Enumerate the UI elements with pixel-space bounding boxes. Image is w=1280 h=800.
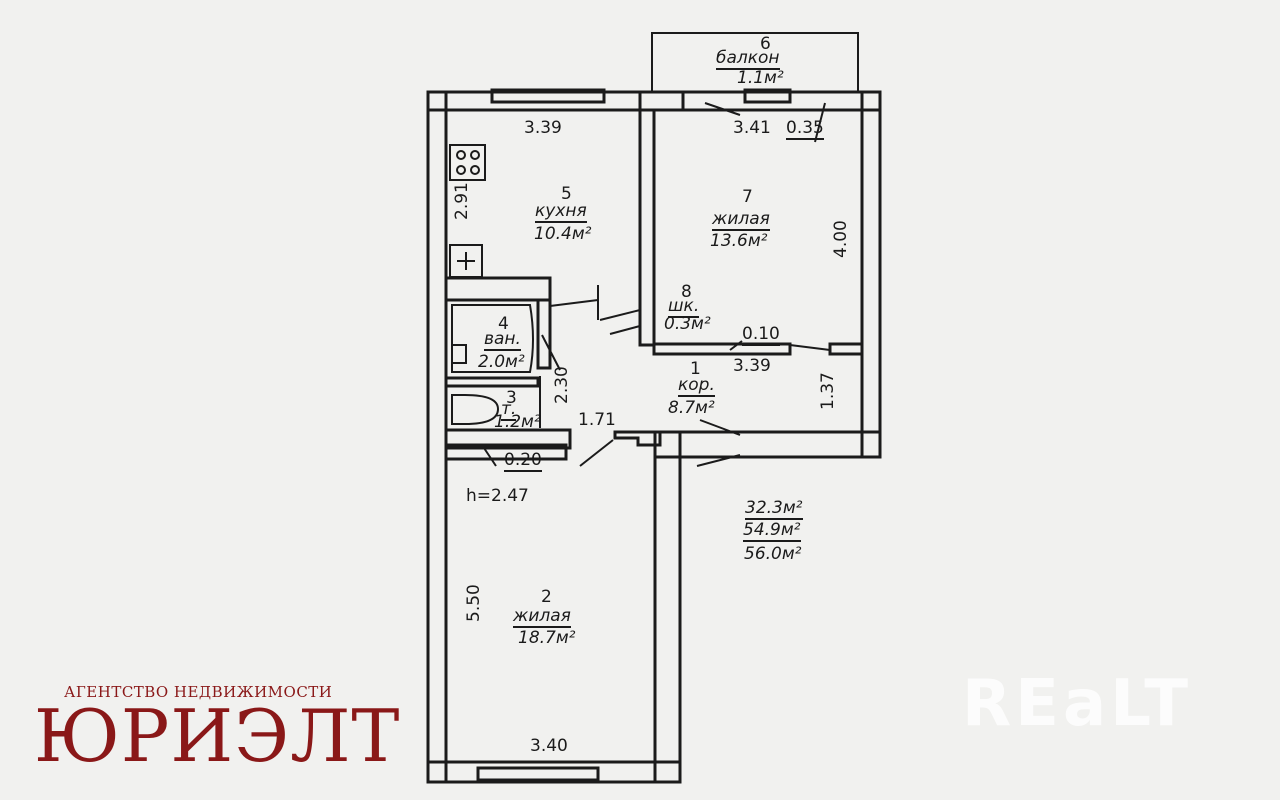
- stove-burner-4: [470, 165, 480, 175]
- wall-kitchen-room7: [638, 108, 656, 347]
- outer-wall-left: [426, 90, 448, 784]
- room7-extra: 0.35: [786, 118, 824, 140]
- leader-035: [814, 102, 826, 143]
- door-room7: [789, 344, 831, 351]
- room2-area: 18.7м²: [518, 628, 576, 648]
- door-closet-b: [609, 325, 641, 335]
- window-room7: [743, 88, 792, 104]
- door-nub: [613, 430, 662, 447]
- corridor-width: 3.39: [733, 356, 771, 376]
- wc-area: 1.2м²: [494, 412, 541, 432]
- bath-area: 2.0м²: [478, 352, 525, 372]
- wall-kitchen-bath: [444, 276, 552, 302]
- stove-burner-1: [456, 150, 466, 160]
- room7-number: 7: [742, 187, 753, 207]
- balcony-area: 1.1м²: [737, 68, 784, 88]
- total-with-balcony: 56.0м²: [744, 544, 802, 564]
- toilet-icon: [451, 394, 500, 425]
- corridor-name: кор.: [678, 375, 715, 397]
- wall-room2-top: [444, 443, 568, 461]
- kitchen-depth: 2.91: [452, 182, 472, 220]
- outer-wall-right: [860, 90, 882, 459]
- door-entry-a: [699, 419, 741, 436]
- agency-subtitle: АГЕНТСТВО НЕДВИЖИМОСТИ: [64, 683, 333, 701]
- realt-watermark: REaLT: [962, 667, 1193, 741]
- outer-wall-bottom-right: [653, 430, 882, 459]
- stove-burner-3: [456, 165, 466, 175]
- kitchen-number: 5: [561, 184, 572, 204]
- bath-number: 4: [498, 314, 509, 334]
- leader-010: [729, 340, 743, 351]
- corridor-number: 1: [690, 359, 701, 379]
- wall-room7-corridor: [652, 342, 792, 356]
- room2-width: 3.40: [530, 736, 568, 756]
- closet-name: шк.: [668, 296, 700, 318]
- corridor-171: 1.71: [578, 410, 616, 430]
- door-entry-b: [696, 454, 741, 467]
- room7-width: 3.41: [733, 118, 771, 138]
- stove-icon: [449, 144, 486, 181]
- door-closet-a: [599, 309, 641, 321]
- leader-balcony: [704, 102, 741, 116]
- wc-name: т.: [501, 399, 517, 421]
- closet-area: 0.3м²: [664, 314, 711, 334]
- outer-wall-room2-right: [653, 430, 682, 784]
- total-living: 32.3м²: [745, 498, 803, 520]
- stove-burner-2: [470, 150, 480, 160]
- door-bath: [541, 334, 561, 371]
- kitchen-width: 3.39: [524, 118, 562, 138]
- wall-wc-bottom: [444, 428, 572, 450]
- door-room2: [579, 439, 614, 467]
- wall-010: 0.10: [742, 324, 780, 346]
- leader-020: [483, 447, 497, 467]
- bath-depth: 2.30: [552, 366, 572, 404]
- room7-name: жилая: [712, 209, 770, 231]
- agency-logo: ЮРИЭЛТ: [34, 694, 401, 778]
- wall-bath-corridor: [536, 298, 552, 370]
- wall-bath-wc: [444, 376, 540, 388]
- washbasin-icon: [451, 344, 467, 364]
- bath-name: ван.: [484, 329, 521, 351]
- door-kitchen: [549, 299, 599, 307]
- kitchen-area: 10.4м²: [534, 224, 592, 244]
- corridor-area: 8.7м²: [668, 398, 715, 418]
- balcony-name: балкон: [716, 48, 780, 70]
- closet-number: 8: [681, 282, 692, 302]
- wall-020: 0.20: [504, 450, 542, 472]
- outer-wall-bottom: [426, 760, 682, 784]
- ceiling-height: h=2.47: [466, 486, 529, 506]
- wc-number: 3: [506, 388, 517, 408]
- room2-number: 2: [541, 587, 552, 607]
- room7-depth: 4.00: [831, 220, 851, 258]
- window-room2: [476, 766, 600, 782]
- kitchen-name: кухня: [535, 201, 587, 223]
- room2-depth: 5.50: [464, 584, 484, 622]
- balcony-outline: [651, 32, 859, 92]
- sink-icon: [449, 244, 483, 278]
- balcony-number: 6: [760, 34, 771, 54]
- wall-room7-corridor-end: [828, 342, 864, 356]
- outer-wall-top-left: [426, 90, 685, 112]
- corridor-depth: 1.37: [818, 372, 838, 410]
- window-kitchen: [490, 88, 606, 104]
- room7-area: 13.6м²: [710, 231, 768, 251]
- room2-name: жилая: [513, 606, 571, 628]
- total-area: 54.9м²: [743, 520, 801, 542]
- bathtub-icon: [451, 304, 534, 373]
